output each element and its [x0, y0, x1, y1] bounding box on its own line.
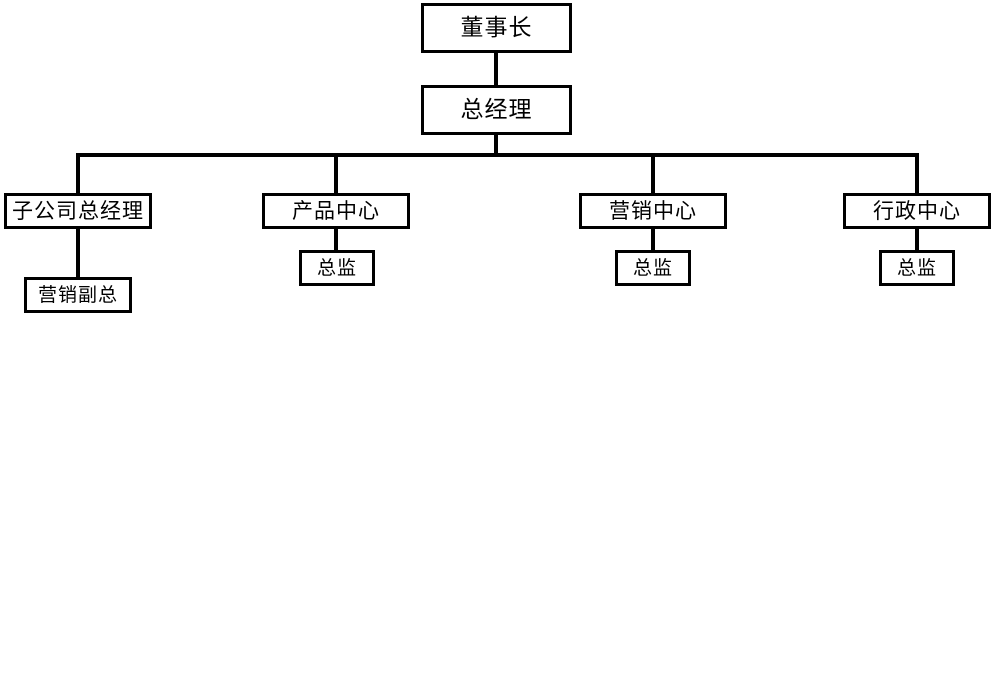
org-node-label: 董事长	[460, 14, 533, 41]
org-node-label: 总监	[316, 256, 357, 279]
org-node-label: 总监	[896, 256, 937, 279]
org-node-label: 行政中心	[873, 198, 961, 223]
org-node-administration-director[interactable]: 总监	[879, 250, 955, 286]
org-node-marketing-center[interactable]: 营销中心	[579, 193, 727, 229]
org-node-subsidiary-general-manager[interactable]: 子公司总经理	[4, 193, 152, 229]
org-node-label: 营销副总	[37, 283, 118, 306]
org-node-label: 产品中心	[292, 198, 380, 223]
org-node-label: 总监	[632, 256, 673, 279]
org-node-label: 总经理	[460, 96, 533, 123]
org-node-chairman[interactable]: 董事长	[421, 3, 572, 53]
org-node-administration-center[interactable]: 行政中心	[843, 193, 991, 229]
org-node-label: 营销中心	[609, 198, 697, 223]
org-node-product-director[interactable]: 总监	[299, 250, 375, 286]
org-node-marketing-vice-president[interactable]: 营销副总	[24, 277, 132, 313]
org-node-product-center[interactable]: 产品中心	[262, 193, 410, 229]
org-node-label: 子公司总经理	[12, 198, 144, 223]
org-node-marketing-director[interactable]: 总监	[615, 250, 691, 286]
org-node-general-manager[interactable]: 总经理	[421, 85, 572, 135]
